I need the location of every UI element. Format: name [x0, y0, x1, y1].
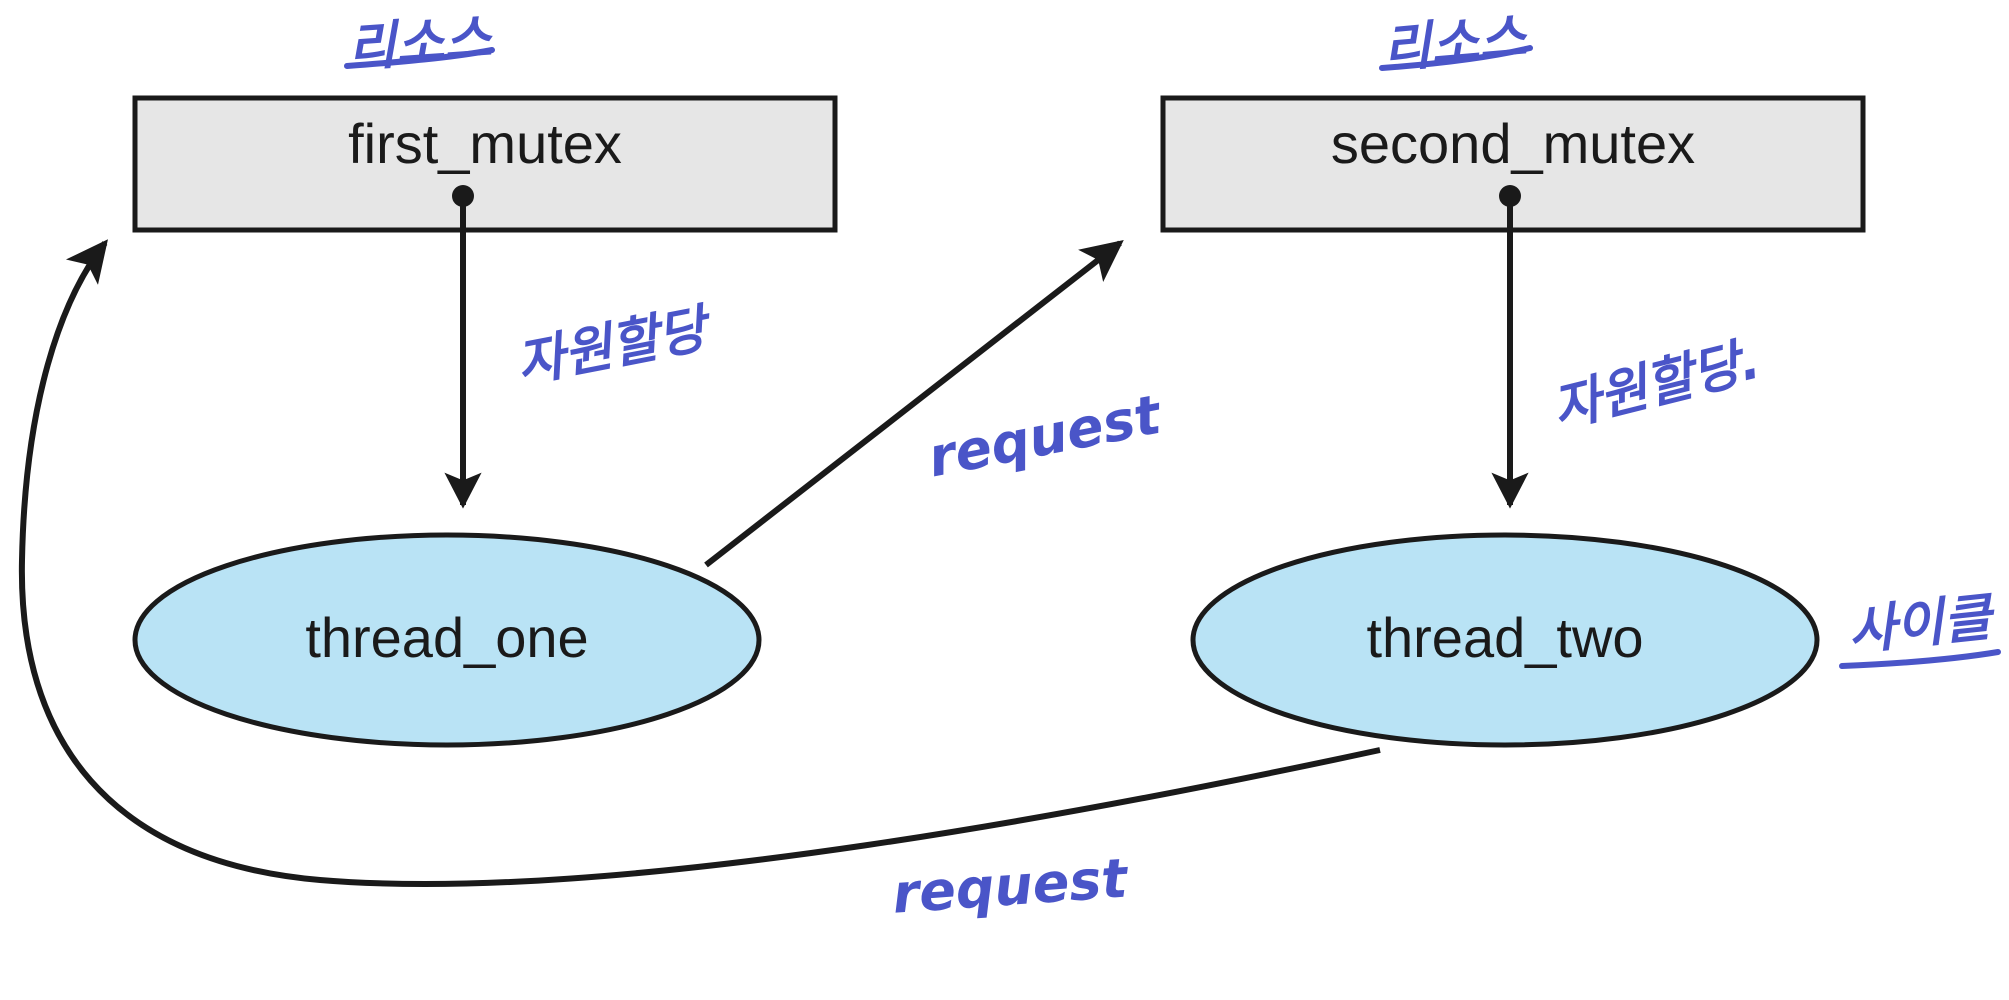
- thread-one-ellipse[interactable]: [132, 532, 762, 748]
- annotation-resource-left-underline: [344, 47, 495, 69]
- thread-two-ellipse[interactable]: [1190, 532, 1820, 748]
- thread-one-label: thread_one: [305, 606, 588, 669]
- first-mutex-label: first_mutex: [348, 112, 622, 175]
- annotation-resource-right-underline: [1379, 45, 1533, 71]
- second-mutex-instance-dot: [1499, 185, 1521, 207]
- annotation-request-upper-text: request: [923, 382, 1168, 489]
- edge-request-thread-two-to-first-mutex: [18, 239, 1381, 887]
- second-mutex-label: second_mutex: [1331, 112, 1695, 175]
- annotation-resource-left: 리소스: [344, 9, 496, 79]
- annotation-allocation-right-text: 자원할당.: [1547, 330, 1766, 439]
- thread-node-thread-two[interactable]: thread_two: [1190, 532, 1820, 748]
- thread-node-thread-one[interactable]: thread_one: [132, 532, 762, 748]
- annotation-resource-right: 리소스: [1379, 8, 1533, 80]
- annotation-allocation-right: 자원할당.: [1547, 330, 1766, 439]
- annotation-request-lower: request: [890, 846, 1131, 925]
- annotation-cycle-underline: [1839, 649, 2001, 669]
- edge-request-thread-one-to-second-mutex: [704, 240, 1124, 568]
- resource-node-first-mutex[interactable]: first_mutex: [132, 95, 838, 233]
- annotation-cycle-text: 사이클: [1845, 587, 1999, 662]
- annotation-allocation-left-text: 자원할당: [512, 298, 718, 395]
- annotation-request-lower-text: request: [890, 846, 1131, 925]
- annotation-cycle: 사이클: [1839, 587, 2001, 669]
- thread-two-label: thread_two: [1366, 606, 1643, 669]
- first-mutex-instance-dot: [452, 185, 474, 207]
- first-mutex-box[interactable]: [132, 95, 838, 233]
- annotation-request-upper: request: [923, 382, 1168, 489]
- annotation-allocation-left: 자원할당: [512, 298, 718, 395]
- annotation-resource-left-text: 리소스: [346, 9, 496, 79]
